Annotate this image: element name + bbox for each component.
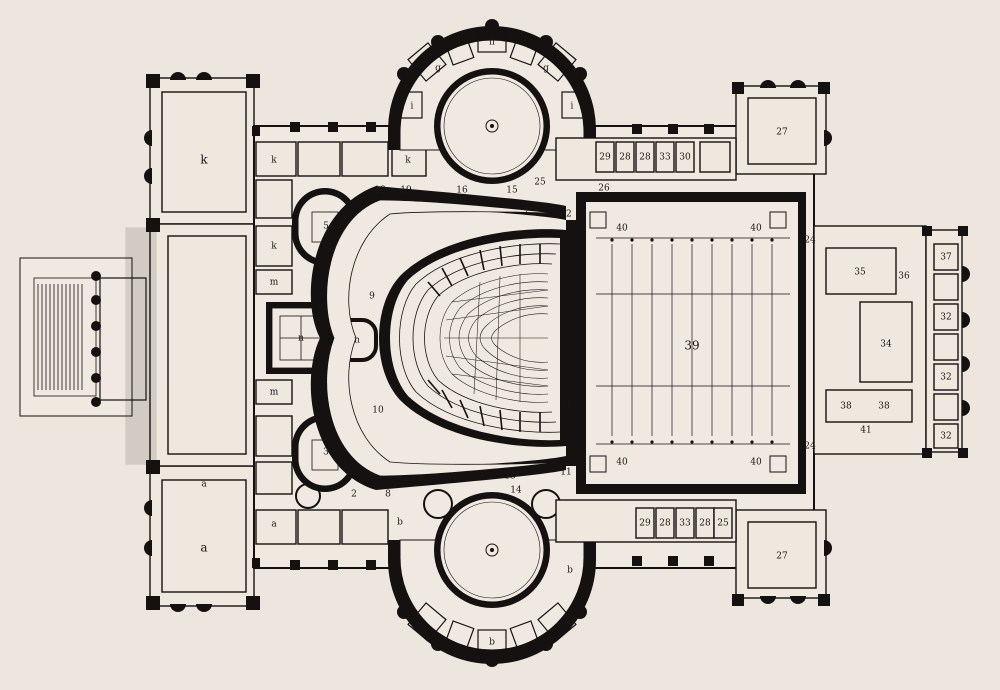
label-12: 12 <box>560 210 571 220</box>
label-34: 34 <box>880 340 892 350</box>
label-28-top-b: 28 <box>639 153 651 163</box>
stage-area <box>566 192 806 494</box>
auditorium <box>379 229 566 447</box>
label-40-bottom: 40 <box>616 458 628 468</box>
label-i-right: i <box>571 102 574 112</box>
label-n-2: n <box>354 336 360 346</box>
label-24-top: 24 <box>804 236 816 246</box>
label-k-3: k <box>271 242 277 252</box>
stage-floor-lines <box>596 237 790 445</box>
label-35: 35 <box>854 268 866 278</box>
label-stage: 39 <box>684 339 699 353</box>
label-7: 7 <box>523 208 529 218</box>
label-11: 11 <box>560 468 571 478</box>
label-i-left: i <box>411 102 414 112</box>
label-m-1: m <box>270 278 279 288</box>
bottom-rotunda <box>388 492 596 667</box>
label-27-bottom: 27 <box>776 552 788 562</box>
label-5: 5 <box>323 222 329 232</box>
label-15: 15 <box>506 186 518 196</box>
label-24-bottom: 24 <box>804 442 816 452</box>
label-18: 18 <box>374 186 386 196</box>
label-14: 14 <box>510 486 522 496</box>
label-10: 10 <box>372 406 384 416</box>
label-25-bottom: 25 <box>717 519 729 529</box>
left-wing <box>125 72 260 612</box>
label-3: 3 <box>323 448 329 458</box>
label-41: 41 <box>860 426 871 436</box>
portico-columns <box>91 271 101 407</box>
label-31: 31 <box>560 400 571 410</box>
label-36: 36 <box>898 272 910 282</box>
label-37: 37 <box>940 253 952 263</box>
label-16: 16 <box>456 186 468 196</box>
label-38-1: 38 <box>840 402 852 412</box>
right-wing <box>555 80 970 606</box>
label-b-2: b <box>567 566 573 576</box>
label-32-c: 32 <box>940 432 951 442</box>
label-40-top-right: 40 <box>750 224 762 234</box>
foyer-corridor <box>310 186 566 490</box>
label-33-bottom: 33 <box>679 519 691 529</box>
label-26: 26 <box>598 184 610 194</box>
label-2: 2 <box>351 490 357 500</box>
top-rotunda <box>388 19 596 184</box>
label-b-1: b <box>397 518 403 528</box>
label-h: h <box>489 38 495 48</box>
room-labels: k k k k h g g i i a a a b b b n n m m 39… <box>200 38 952 648</box>
label-m-2: m <box>270 388 279 398</box>
label-33-top: 33 <box>659 153 671 163</box>
label-13: 13 <box>504 472 516 482</box>
label-30: 30 <box>679 153 691 163</box>
label-8: 8 <box>385 490 391 500</box>
label-28-bottom-b: 28 <box>699 519 711 529</box>
label-38-2: 38 <box>878 402 890 412</box>
label-k-2: k <box>405 156 411 166</box>
label-a-2: a <box>201 480 207 490</box>
orchestra-seating <box>439 273 549 403</box>
label-27-top: 27 <box>776 128 788 138</box>
portico-steps <box>37 284 83 390</box>
left-portico <box>19 257 147 417</box>
label-k-pavilion: k <box>200 153 208 167</box>
label-32-b: 32 <box>940 373 951 383</box>
label-40-bottom-right: 40 <box>750 458 762 468</box>
label-40-top: 40 <box>616 224 628 234</box>
label-29-bottom: 29 <box>639 519 651 529</box>
label-25-top: 25 <box>534 178 546 188</box>
label-19: 19 <box>400 186 412 196</box>
label-g-left: g <box>435 64 441 74</box>
label-9: 9 <box>369 292 375 302</box>
label-32-a: 32 <box>940 313 951 323</box>
label-k-1: k <box>271 156 277 166</box>
label-a-pavilion: a <box>200 541 207 555</box>
label-b-3: b <box>489 638 495 648</box>
box-ring <box>399 243 561 433</box>
label-a-3: a <box>271 520 277 530</box>
label-28-top: 28 <box>619 153 631 163</box>
label-g-right: g <box>543 64 549 74</box>
label-n-1: n <box>298 334 304 344</box>
label-29-top: 29 <box>599 153 611 163</box>
label-28-bottom: 28 <box>659 519 671 529</box>
